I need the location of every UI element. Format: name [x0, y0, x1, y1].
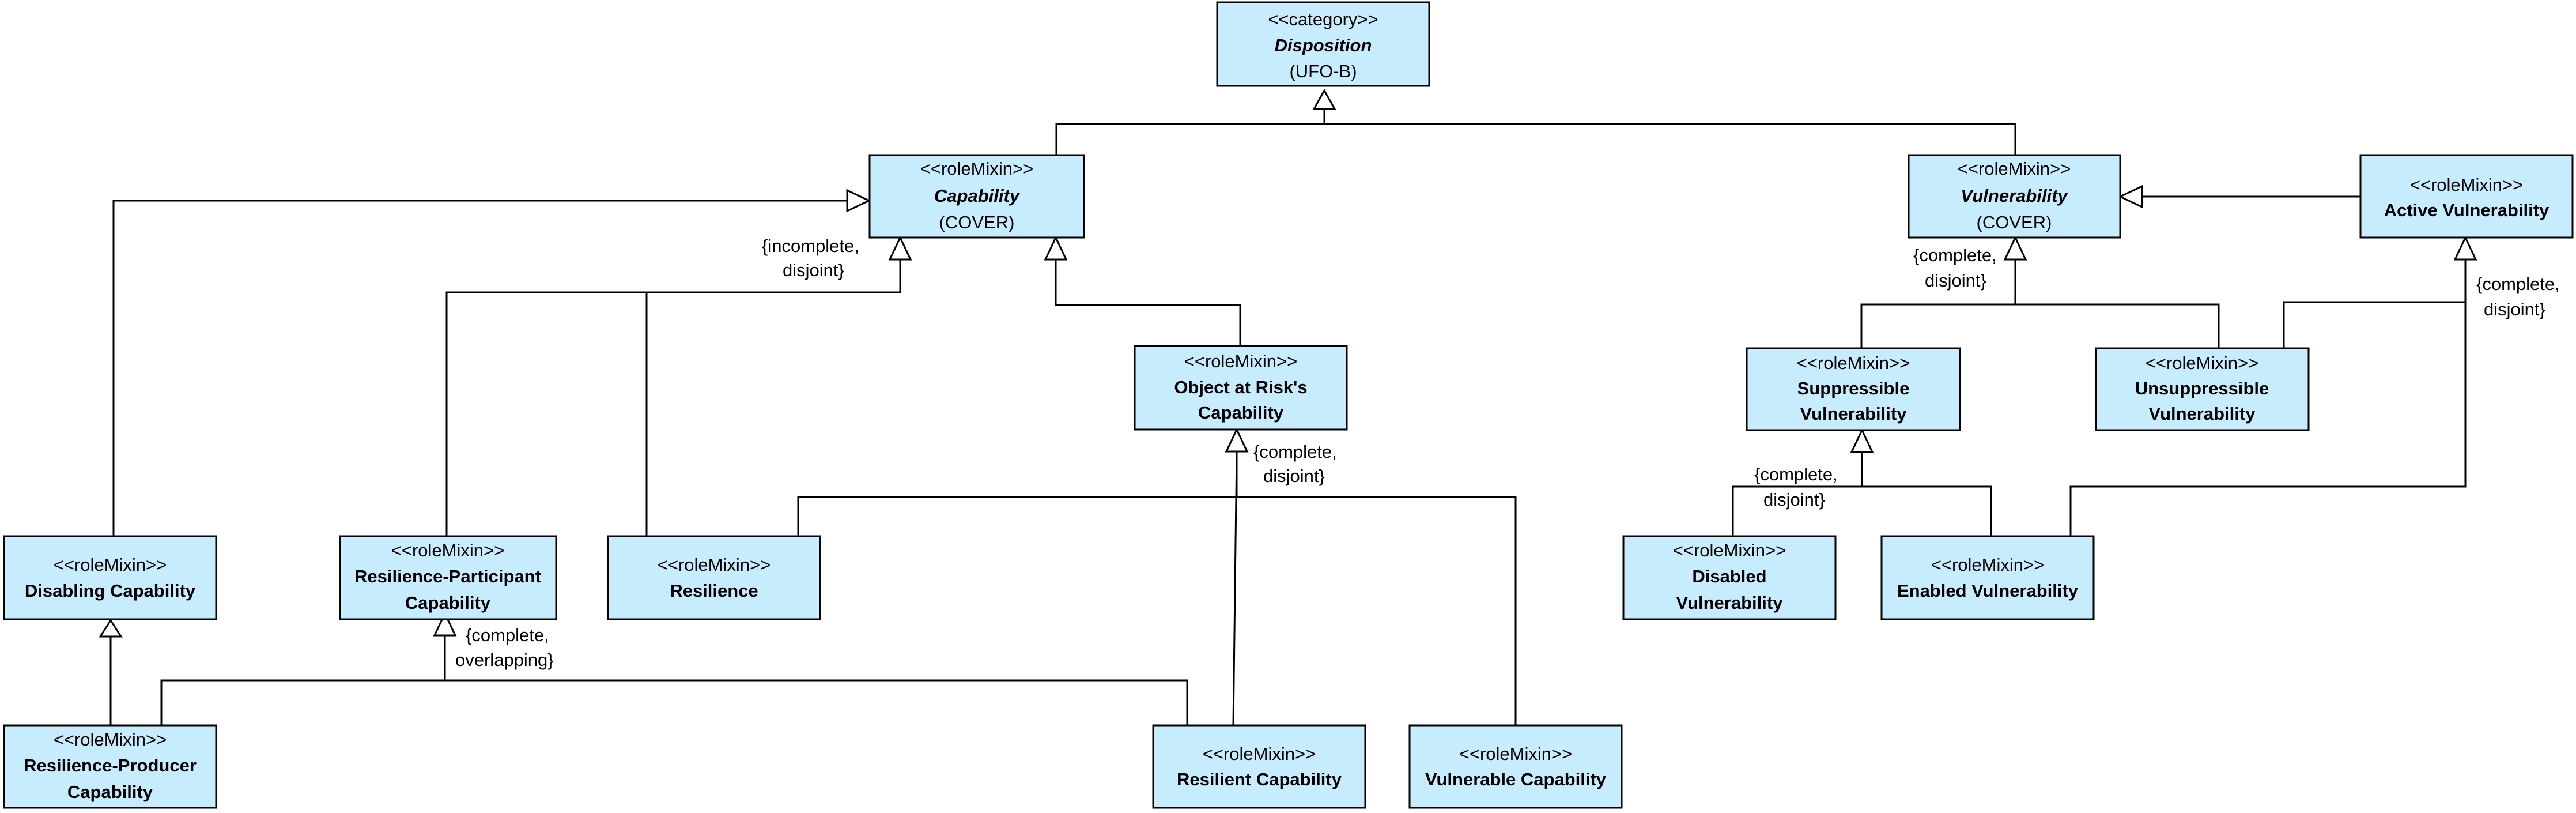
class-active-vulnerability[interactable]: <<roleMixin>> Active Vulnerability: [2359, 154, 2574, 239]
class-stereotype: <<roleMixin>>: [1184, 351, 1297, 371]
class-name: Resilience-Participant: [354, 566, 541, 586]
class-stereotype: <<roleMixin>>: [54, 555, 167, 575]
arrowhead-participant: [433, 611, 457, 637]
edge-suppressible-to-vulnerability: [1860, 246, 2016, 348]
class-stereotype: <<roleMixin>>: [2410, 175, 2523, 195]
class-name: Disabled: [1692, 566, 1766, 586]
class-stereotype: <<roleMixin>>: [1797, 353, 1910, 373]
arrowhead-disposition: [1312, 88, 1336, 110]
edge-vulnerability-to-disposition: [1324, 123, 2016, 155]
arrowhead-capability-left: [846, 189, 871, 213]
class-name-line2: Capability: [67, 782, 153, 802]
class-name: Capability: [934, 186, 1021, 206]
class-resilient-capability[interactable]: <<roleMixin>> Resilient Capability: [1152, 724, 1366, 809]
class-name: Disposition: [1275, 35, 1372, 55]
object-at-risk-set-line1: {complete,: [1253, 442, 1337, 462]
participant-set-line2: overlapping}: [455, 650, 554, 670]
active-vulnerability-set-line2: disjoint}: [2484, 299, 2545, 319]
class-name: Vulnerable Capability: [1425, 769, 1607, 789]
class-stereotype: <<roleMixin>>: [2146, 353, 2258, 373]
generalization-set-labels: {incomplete, disjoint} {complete, disjoi…: [455, 236, 2560, 670]
class-name: Active Vulnerability: [2384, 200, 2549, 220]
class-subtitle: (COVER): [1977, 212, 2052, 232]
suppressible-set-line2: disjoint}: [1763, 490, 1825, 510]
edge-enabled-to-active: [2069, 302, 2467, 536]
class-resilience[interactable]: <<roleMixin>> Resilience: [607, 535, 821, 620]
class-resilience-participant-capability[interactable]: <<roleMixin>> Resilience-Participant Cap…: [339, 535, 557, 620]
class-name: Suppressible: [1797, 378, 1910, 398]
class-subtitle: (COVER): [939, 212, 1015, 232]
arrowhead-active-vulnerability: [2453, 235, 2477, 261]
class-name: Disabling Capability: [25, 581, 196, 601]
class-name: Resilience-Producer: [24, 755, 197, 776]
class-resilience-producer-capability[interactable]: <<roleMixin>> Resilience-Producer Capabi…: [3, 724, 217, 809]
participant-set-line1: {complete,: [466, 625, 549, 645]
active-vulnerability-set-line1: {complete,: [2476, 274, 2560, 294]
class-name: Resilient Capability: [1177, 769, 1342, 789]
class-vulnerability[interactable]: <<roleMixin>> Vulnerability (COVER): [1908, 154, 2121, 239]
suppressible-set-line1: {complete,: [1754, 464, 1838, 484]
class-name: Enabled Vulnerability: [1897, 581, 2079, 601]
class-unsuppressible-vulnerability[interactable]: <<roleMixin>> Unsuppressible Vulnerabili…: [2095, 347, 2310, 431]
arrowhead-capability-set: [888, 235, 912, 261]
class-name-line2: Capability: [405, 593, 491, 613]
arrowhead-vulnerability-right: [2118, 185, 2143, 209]
vulnerability-set-line2: disjoint}: [1925, 270, 1986, 291]
arrowhead-object-at-risk: [1225, 427, 1249, 453]
class-stereotype: <<roleMixin>>: [54, 729, 167, 750]
class-stereotype: <<roleMixin>>: [391, 540, 504, 560]
class-stereotype: <<roleMixin>>: [1931, 555, 2044, 575]
capability-set-line2: disjoint}: [783, 260, 844, 280]
class-capability[interactable]: <<roleMixin>> Capability (COVER): [868, 154, 1085, 239]
edge-object-at-risk-to-capability: [1055, 259, 1241, 346]
arrowhead-disabling: [99, 619, 123, 638]
class-stereotype: <<roleMixin>>: [920, 159, 1033, 179]
class-subtitle: (UFO-B): [1289, 61, 1357, 81]
capability-set-line1: {incomplete,: [762, 236, 859, 256]
class-suppressible-vulnerability[interactable]: <<roleMixin>> Suppressible Vulnerability: [1746, 347, 1961, 431]
arrowhead-vulnerability-set: [2003, 235, 2027, 261]
class-name-line2: Vulnerability: [2149, 404, 2256, 424]
class-stereotype: <<roleMixin>>: [1203, 744, 1316, 764]
edge-resilience-to-object-at-risk: [797, 496, 1517, 725]
edge-unsuppressible-to-active: [2283, 246, 2467, 348]
class-name-line2: Vulnerability: [1800, 404, 1908, 424]
class-disposition[interactable]: <<category>> Disposition (UFO-B): [1216, 1, 1430, 87]
class-object-at-risk-capability[interactable]: <<roleMixin>> Object at Risk's Capabilit…: [1134, 345, 1348, 431]
class-disabled-vulnerability[interactable]: <<roleMixin>> Disabled Vulnerability: [1622, 535, 1837, 620]
class-name: Resilience: [670, 581, 758, 601]
class-name: Unsuppressible: [2135, 378, 2269, 398]
class-stereotype: <<roleMixin>>: [658, 555, 770, 575]
vulnerability-set-line1: {complete,: [1913, 245, 1997, 265]
class-stereotype: <<roleMixin>>: [1673, 540, 1786, 560]
class-enabled-vulnerability[interactable]: <<roleMixin>> Enabled Vulnerability: [1880, 535, 2095, 620]
arrowhead-suppressible: [1850, 428, 1874, 453]
generalization-arrowheads: [99, 88, 2477, 638]
class-stereotype: <<category>>: [1268, 9, 1378, 29]
edge-unsuppressible-to-vulnerability: [2015, 303, 2220, 348]
generalization-edges: [109, 108, 2467, 726]
class-disabling-capability[interactable]: <<roleMixin>> Disabling Capability: [3, 535, 217, 620]
edge-capability-to-disposition: [1055, 108, 1325, 155]
edge-resilience-participant-to-capability: [445, 259, 901, 536]
object-at-risk-set-line2: disjoint}: [1263, 466, 1325, 486]
class-stereotype: <<roleMixin>>: [1958, 159, 2071, 179]
class-vulnerable-capability[interactable]: <<roleMixin>> Vulnerable Capability: [1408, 724, 1623, 809]
class-name: Object at Risk's: [1174, 377, 1307, 397]
class-name: Vulnerability: [1961, 186, 2068, 206]
class-name-line2: Capability: [1198, 402, 1284, 423]
class-name-line2: Vulnerability: [1676, 593, 1784, 613]
class-stereotype: <<roleMixin>>: [1459, 744, 1572, 764]
arrowhead-capability-object-at-risk: [1044, 235, 1068, 261]
edge-producer-to-participant: [160, 679, 1188, 725]
edge-disabling-to-capability: [112, 200, 847, 536]
